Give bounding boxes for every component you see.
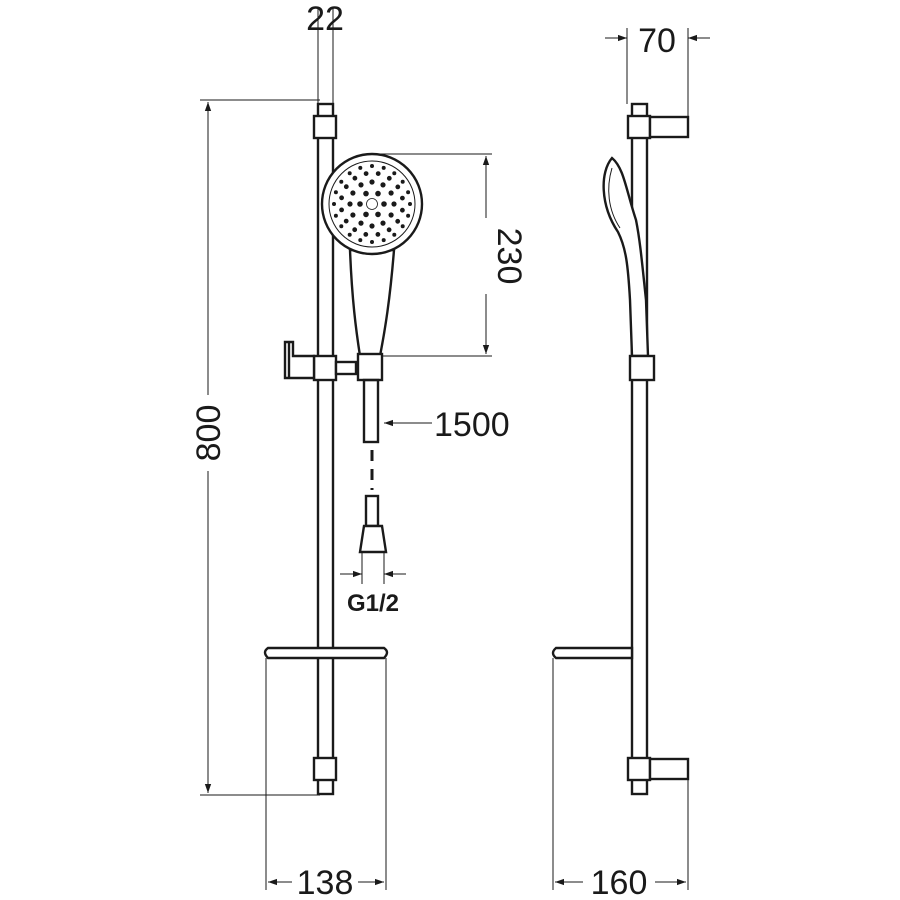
dim-head-height: 230 [490, 228, 528, 285]
nozzle [366, 198, 378, 210]
bottom-wall-bracket [312, 756, 338, 782]
nozzle [369, 223, 375, 229]
nozzle [343, 184, 349, 190]
dim-connection-thread: G1/2 [347, 590, 399, 617]
nozzle [391, 201, 397, 207]
nozzle [395, 184, 401, 190]
nozzle [369, 239, 374, 244]
side-rail-bar [630, 102, 649, 796]
nozzle [386, 227, 392, 233]
nozzle [339, 195, 345, 201]
nozzle [388, 212, 394, 218]
dim-hose-length: 1500 [434, 406, 510, 444]
nozzle [358, 165, 363, 170]
nozzle [400, 179, 405, 184]
nozzle [380, 182, 386, 188]
nozzle [347, 201, 353, 207]
side-bottom-bracket [648, 757, 690, 781]
nozzle [331, 201, 336, 206]
nozzle [399, 195, 405, 201]
nozzle [406, 190, 411, 195]
nozzle [339, 179, 344, 184]
nozzle [333, 213, 338, 218]
nozzle [357, 201, 363, 207]
nozzle [363, 231, 369, 237]
nozzle [363, 211, 369, 218]
nozzle [363, 190, 369, 197]
rail-bar [316, 102, 335, 796]
nozzle [333, 190, 338, 195]
dim-bar-height: 800 [190, 405, 228, 462]
nozzle [400, 224, 405, 229]
nozzle [388, 190, 394, 196]
nozzle [381, 238, 386, 243]
nozzle [363, 171, 369, 177]
nozzle [352, 175, 358, 181]
nozzle [347, 171, 352, 176]
nozzle [352, 227, 358, 233]
nozzle [350, 212, 356, 218]
side-hand-shower [602, 156, 656, 382]
head-holder-slider [283, 340, 358, 382]
front-dimensions: 22 800 230 1500 G1/2 138 [190, 0, 528, 900]
shower-hose [358, 378, 388, 554]
nozzle [347, 232, 352, 237]
nozzle [350, 190, 356, 196]
side-soap-shelf [551, 646, 634, 660]
side-dimensions: 70 160 [552, 22, 710, 900]
nozzle [392, 171, 397, 176]
nozzle [386, 175, 392, 181]
nozzle [369, 179, 375, 185]
nozzle [358, 220, 364, 226]
nozzle [407, 201, 412, 206]
front-view [263, 102, 424, 796]
nozzle [369, 163, 374, 168]
nozzle [395, 218, 401, 224]
nozzle [339, 224, 344, 229]
hand-shower [320, 152, 424, 382]
nozzle [380, 220, 386, 226]
nozzle [406, 213, 411, 218]
nozzle [358, 238, 363, 243]
dim-projection: 70 [638, 22, 676, 60]
shower-head-face [320, 152, 424, 256]
nozzle [375, 211, 381, 218]
dim-bar-diameter: 22 [306, 0, 344, 38]
nozzle [375, 171, 381, 177]
soap-shelf [263, 646, 389, 660]
nozzle [381, 201, 387, 207]
side-view [551, 102, 690, 796]
top-wall-bracket [312, 114, 338, 140]
nozzle [375, 190, 381, 197]
dim-shelf-width: 138 [297, 864, 354, 900]
nozzle [339, 207, 345, 213]
side-top-bracket [648, 115, 690, 139]
nozzle [399, 207, 405, 213]
nozzle [375, 231, 381, 237]
nozzle [392, 232, 397, 237]
nozzle-pattern [331, 163, 412, 244]
nozzle [358, 182, 364, 188]
nozzle [381, 165, 386, 170]
nozzle [343, 218, 349, 224]
dim-overall-depth: 160 [591, 864, 648, 900]
